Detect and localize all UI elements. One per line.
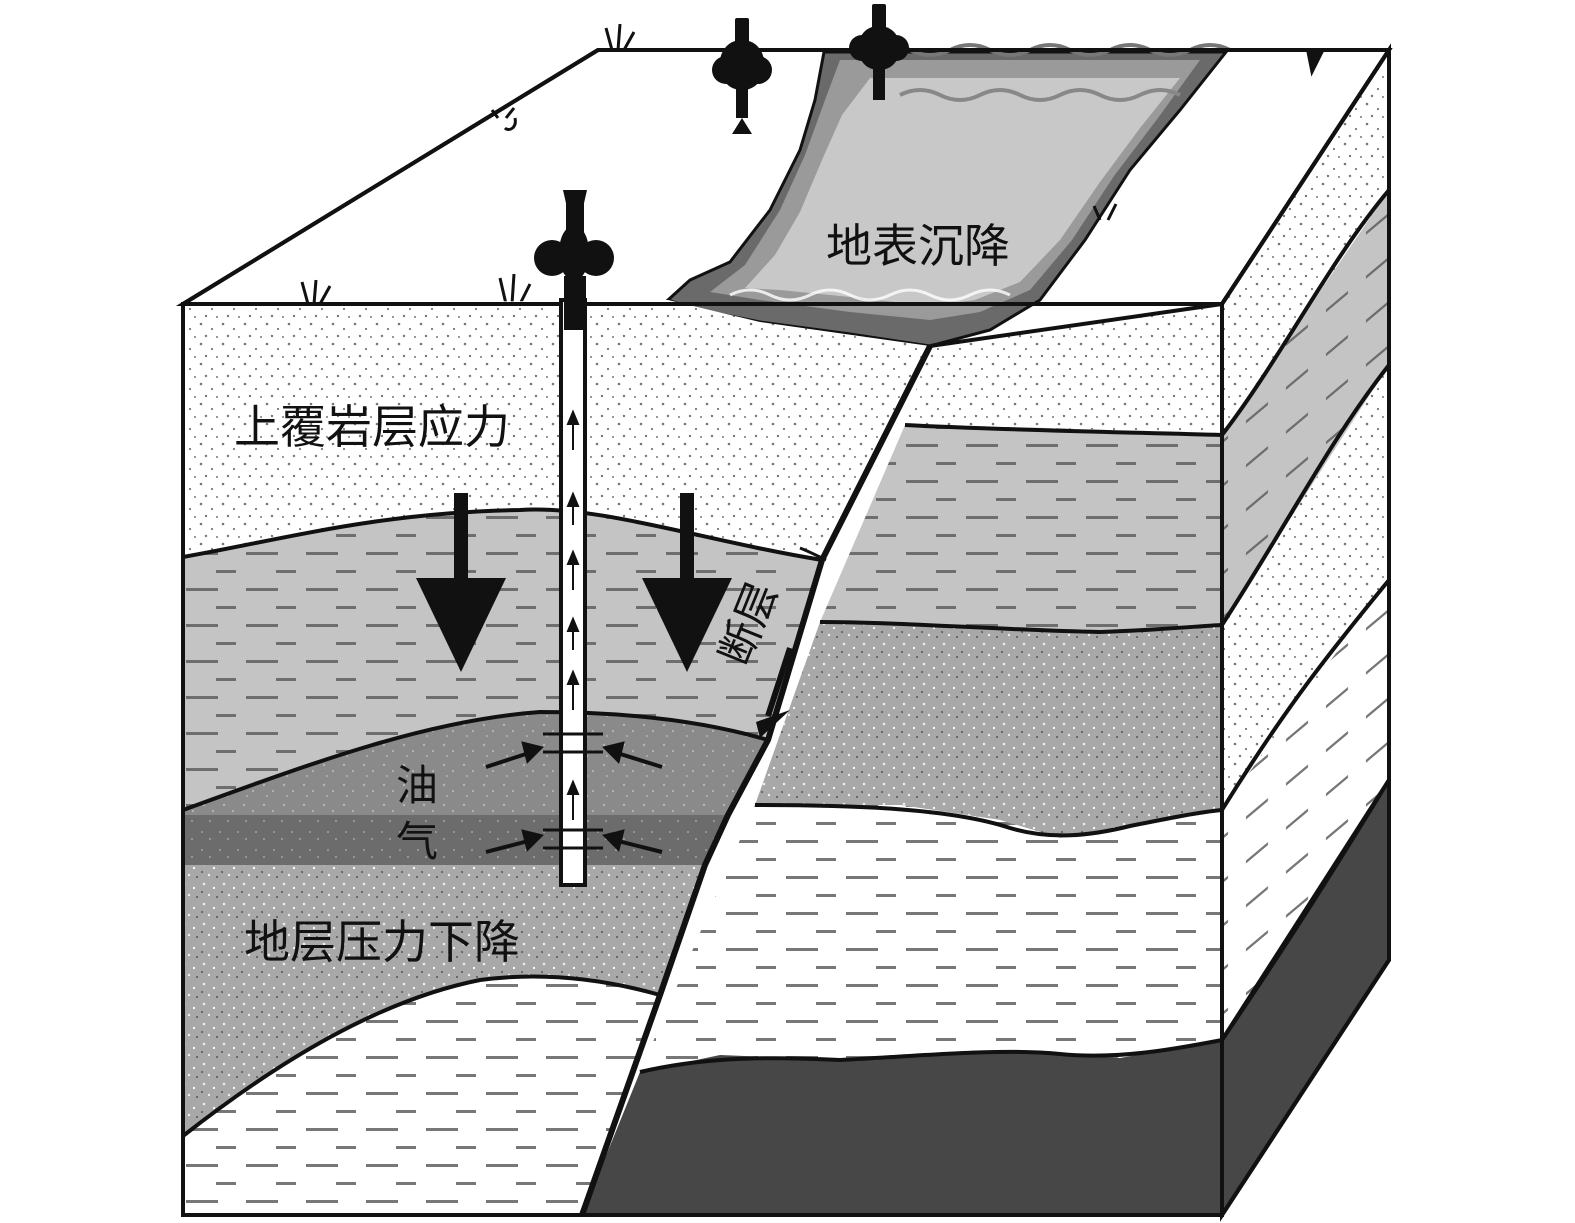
stress-arrow-icon bbox=[416, 493, 506, 672]
grass-tuft-icon bbox=[300, 23, 1325, 305]
wellhead-icon bbox=[712, 18, 772, 134]
label-surface-subsidence: 地表沉降 bbox=[826, 219, 1010, 273]
stress-arrow-icon bbox=[642, 493, 732, 672]
upflow-arrow-icon bbox=[566, 409, 580, 820]
production-well bbox=[485, 190, 663, 887]
label-pressure-drop: 地层压力下降 bbox=[244, 915, 520, 969]
front-right-block bbox=[582, 304, 1223, 1215]
inflow-arrow-icon bbox=[485, 741, 663, 854]
block-outline bbox=[181, 48, 1391, 1217]
subsidence-depression bbox=[665, 43, 1231, 348]
label-overburden-stress: 上覆岩层应力 bbox=[234, 400, 510, 454]
fault-line bbox=[579, 302, 1223, 1217]
label-gas: 气 bbox=[396, 817, 438, 866]
label-oil: 油 bbox=[396, 761, 438, 810]
wellhead-icon bbox=[534, 190, 614, 330]
top-surface bbox=[175, 4, 1393, 348]
fault-slip-arrow-icon bbox=[756, 710, 790, 738]
